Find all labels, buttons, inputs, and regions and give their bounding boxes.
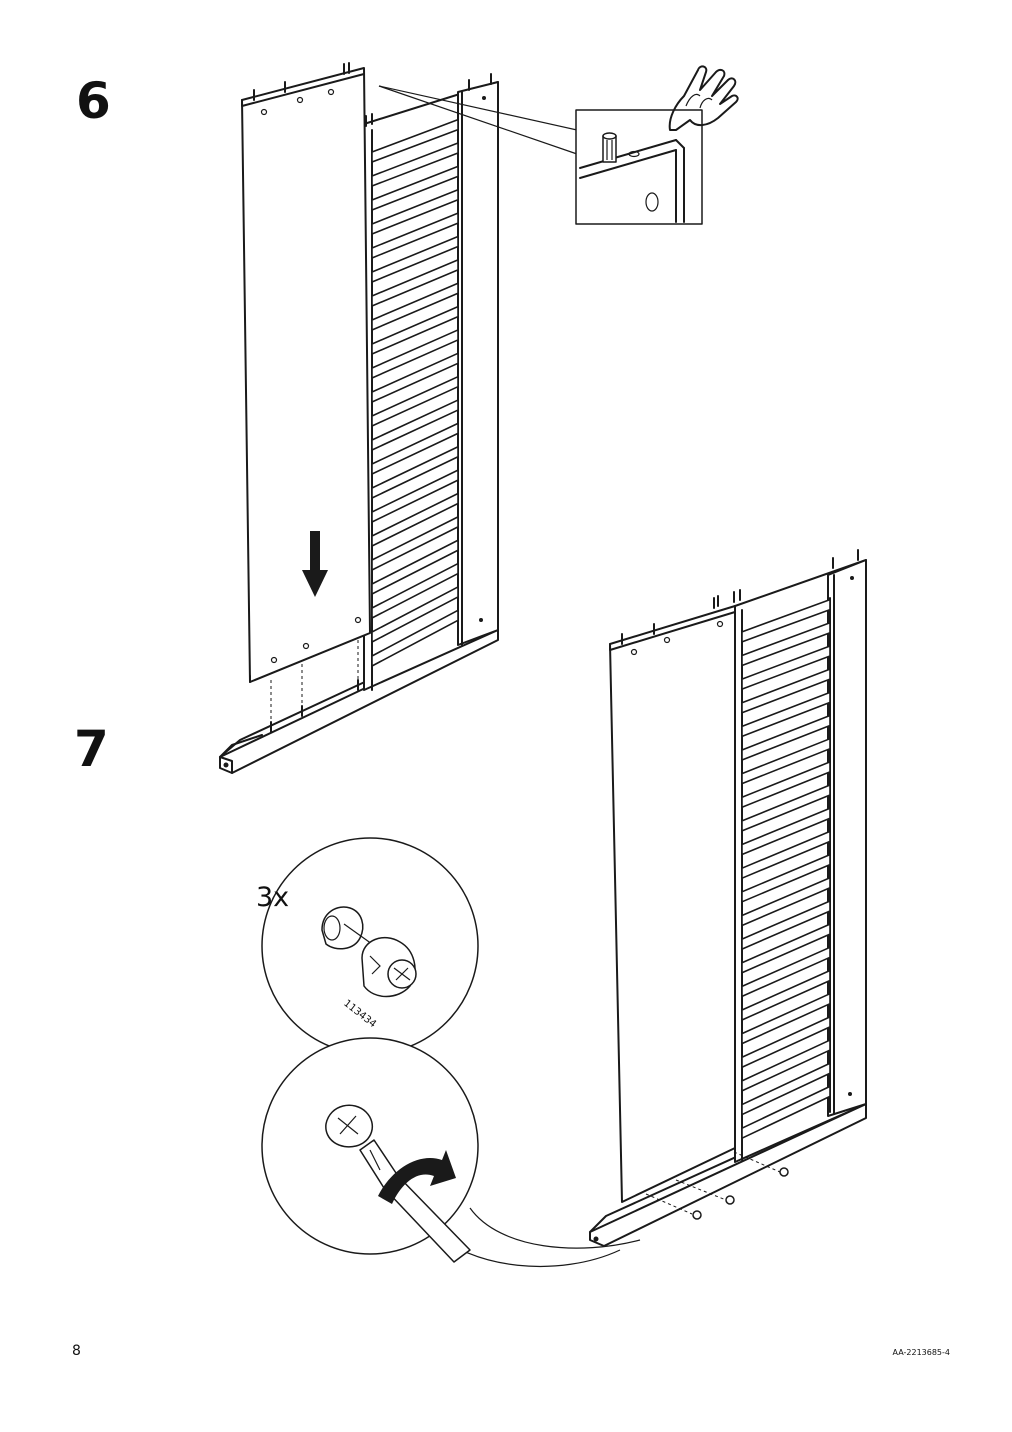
- slat: [371, 118, 459, 163]
- slat: [741, 691, 831, 738]
- step6-illustration: [219, 62, 739, 774]
- slat: [371, 422, 459, 475]
- slat: [741, 598, 831, 643]
- slat: [741, 900, 831, 950]
- slat: [371, 212, 459, 259]
- slat: [741, 1062, 831, 1116]
- rotate-arrow-icon: [378, 1150, 456, 1204]
- slat: [371, 305, 459, 355]
- slat: [741, 946, 831, 998]
- detail-circle-cam-lock: [261, 837, 479, 1055]
- slat: [741, 969, 831, 1021]
- slat: [741, 807, 831, 856]
- slat: [371, 259, 459, 307]
- down-arrow-icon: [302, 531, 328, 597]
- cam-lock-detail: [321, 906, 417, 998]
- slat: [741, 853, 831, 903]
- slat: [741, 992, 831, 1045]
- slat: [371, 609, 459, 667]
- slat: [371, 399, 459, 451]
- slats: [741, 598, 831, 1139]
- slat-frame: [734, 549, 867, 1163]
- slat: [741, 1016, 831, 1069]
- slat: [371, 445, 459, 499]
- slat: [371, 235, 459, 283]
- slat: [371, 165, 459, 211]
- slat: [371, 539, 459, 595]
- slat: [371, 282, 459, 331]
- slat-frame: [363, 81, 499, 691]
- slat: [371, 188, 459, 235]
- slats: [371, 118, 459, 667]
- slat: [741, 761, 831, 809]
- slat: [741, 830, 831, 879]
- quantity-label: 3x: [256, 882, 290, 913]
- slat: [741, 1085, 831, 1139]
- document-id: AA-2213685-4: [892, 1348, 950, 1357]
- slat: [371, 329, 459, 379]
- slat: [371, 469, 459, 523]
- detail-circle-screwdriver: [261, 1037, 641, 1268]
- slat: [371, 562, 459, 619]
- dowel-detail: [602, 132, 617, 163]
- slat: [741, 737, 831, 785]
- page-number: 8: [72, 1343, 81, 1359]
- slat: [741, 645, 831, 690]
- slat: [371, 352, 459, 403]
- slat: [741, 784, 831, 832]
- slat: [371, 492, 459, 547]
- slat: [741, 668, 831, 714]
- side-panel: [241, 62, 492, 733]
- slat: [741, 621, 831, 667]
- side-panel: [609, 589, 741, 1203]
- detail-callout: [378, 65, 739, 225]
- step-number-7: 7: [74, 720, 109, 778]
- step-number-6: 6: [76, 72, 111, 130]
- slat: [741, 923, 831, 974]
- slat: [741, 1039, 831, 1092]
- touch-hand-icon: [668, 65, 739, 131]
- step7-illustration: [261, 549, 867, 1268]
- slat: [741, 876, 831, 927]
- slat: [371, 142, 459, 187]
- cam-lock-icon: [645, 1151, 789, 1220]
- slat: [741, 714, 831, 761]
- slat: [371, 586, 459, 643]
- slat: [371, 375, 459, 427]
- slat: [371, 516, 459, 571]
- cam-lock-detail: [325, 1104, 374, 1148]
